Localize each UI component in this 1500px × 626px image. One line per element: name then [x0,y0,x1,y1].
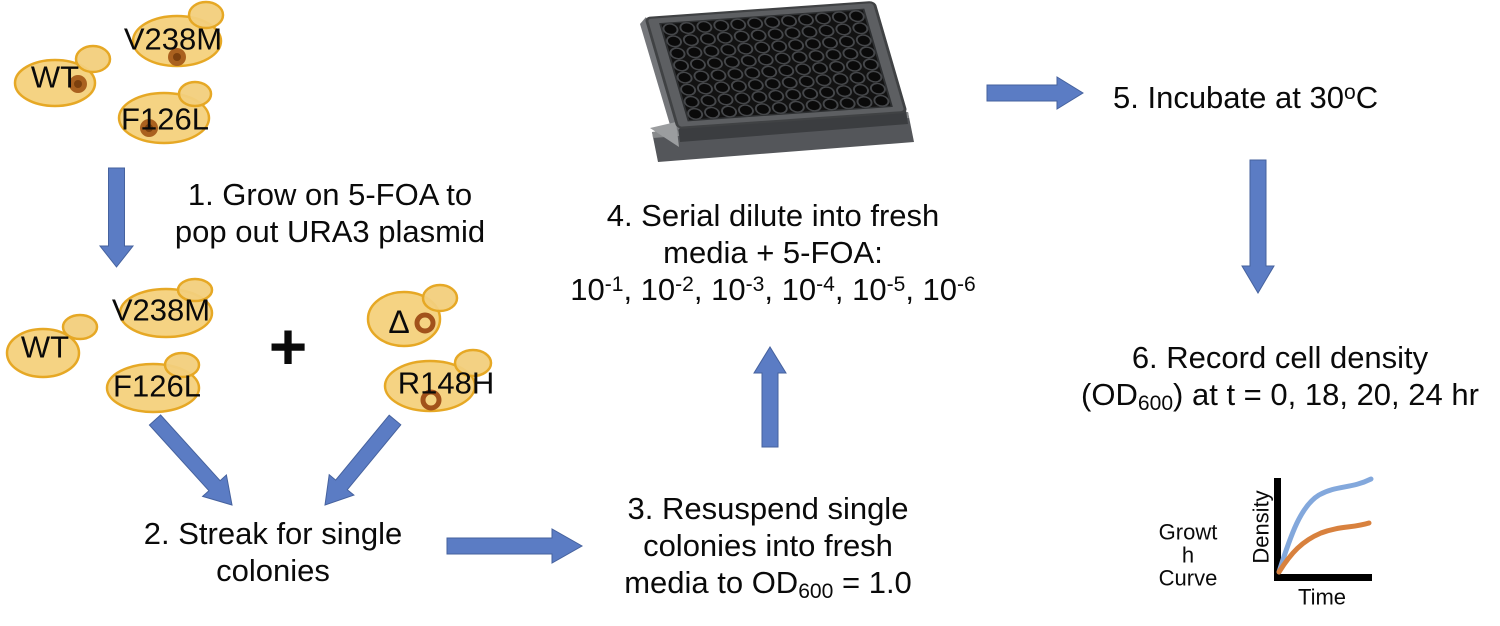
plate-wells-grid [662,10,890,120]
cell-label-v238m-1: V238M [123,21,223,57]
cell-label-wt-2: WT [20,329,70,365]
yeast-cell-delta [366,283,459,348]
step2-line2: colonies [216,553,330,588]
step2-line1: 2. Streak for single [143,516,403,551]
growth-curve-chart [1274,476,1374,581]
growth-curve-title: Growt h Curve [1158,519,1218,591]
query-plasmid-ring [414,312,436,334]
step1-line2: pop out URA3 plasmid [174,214,486,249]
step3-text: 3. Resuspend single colonies into fresh … [608,490,928,605]
yeast-cells-after-foa [5,277,493,414]
yeast-cell-r148h [383,348,493,413]
arrow-diagonal-left-step2-icon [148,414,233,506]
arrow-right-plate-to-step5-icon [986,76,1084,110]
growth-curve-xlabel: Time [1297,584,1347,610]
yeast-cell-v238m-2 [118,277,214,339]
step5-text: 5. Incubate at 30oC [1113,80,1379,115]
step1-text: 1. Grow on 5-FOA to pop out URA3 plasmid [160,176,500,250]
yeast-cells-before-foa [13,0,225,145]
growth-curve-ylabel: Density [1248,490,1274,564]
arrow-down-step5-to-step6-icon [1241,159,1275,294]
step4-line1: 4. Serial dilute into fresh [606,198,940,233]
step4-line2: media + 5-FOA: [663,235,883,270]
96-well-plate-image [640,1,914,162]
yeast-cell-wt-1 [13,44,112,108]
yeast-cell-f126l-1 [117,80,213,145]
arrow-down-step1-icon [98,167,135,268]
step3-line1: 3. Resuspend single [627,491,909,526]
cell-label-v238m-2: V238M [111,292,211,328]
cell-label-f126l-1: F126L [121,101,209,137]
query-plasmid-ring [420,389,442,411]
step6-line1: 6. Record cell density [1131,340,1429,375]
yeast-cell-f126l-2 [105,351,201,414]
yeast-cell-wt-2 [5,313,99,379]
cell-label-delta: Δ [388,304,410,340]
plus-sign: + [268,309,308,383]
cell-label-wt-1: WT [30,59,80,95]
step1-line1: 1. Grow on 5-FOA to [187,177,473,212]
arrow-right-step2-to-step3-icon [446,528,584,564]
growth-curve-orange [1276,520,1372,575]
cell-label-r148h: R148H [397,365,495,401]
growth-curve-blue [1276,476,1374,575]
yeast-cell-v238m-1 [131,0,225,68]
step6-text: 6. Record cell density (OD600) at t = 0,… [1060,339,1500,417]
step6-line2: (OD600) at t = 0, 18, 20, 24 hr [1081,377,1479,415]
arrow-up-step3-to-step4-icon [753,346,787,448]
step4-text: 4. Serial dilute into fresh media + 5-FO… [553,197,993,312]
arrow-diagonal-right-step2-icon [324,414,402,506]
step4-dilution-series: 10-1, 10-2, 10-3, 10-4, 10-5, 10-6 [570,272,976,307]
step2-text: 2. Streak for single colonies [113,515,433,589]
step3-line2: colonies into fresh [643,528,893,563]
y-axis [1274,478,1281,581]
cell-label-f126l-2: F126L [113,368,201,404]
step3-line3: media to OD600 = 1.0 [624,565,912,603]
x-axis [1274,574,1372,581]
